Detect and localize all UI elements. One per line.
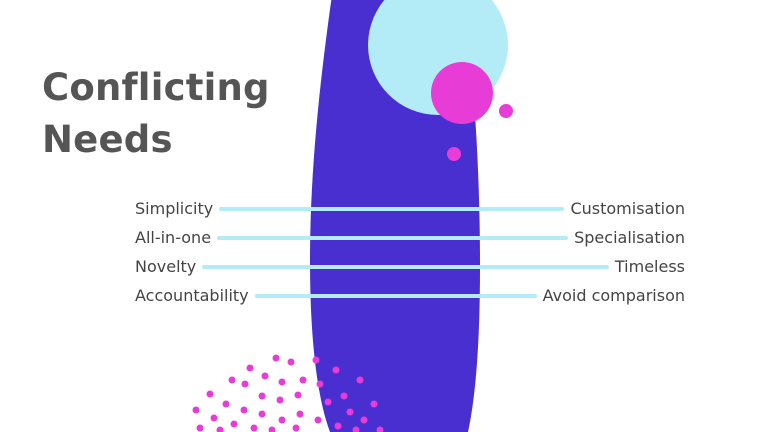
needs-pair-row: Accountability Avoid comparison [135,284,685,308]
magenta-dot [296,410,304,418]
need-left-label: Novelty [135,257,197,276]
magenta-dot-small [447,147,461,161]
page-title: Conflicting Needs [42,62,270,166]
magenta-dot [268,426,276,432]
magenta-dot [228,376,236,384]
magenta-dot-right [499,104,513,118]
magenta-dot [324,398,332,406]
magenta-dot [210,414,218,422]
magenta-dot [230,420,238,428]
magenta-dot [196,424,204,432]
magenta-dot [216,426,224,432]
magenta-dot [287,358,295,366]
magenta-dot [240,406,248,414]
pair-connector-line [202,265,609,269]
magenta-dot [334,422,342,430]
magenta-dot [356,376,364,384]
pair-connector-line [254,294,537,298]
magenta-dot [278,378,286,386]
magenta-dot [222,400,230,408]
magenta-dot [352,426,360,432]
title-line-1: Conflicting [42,66,270,109]
pair-connector-line [217,236,569,240]
magenta-dot [258,392,266,400]
magenta-dot [250,424,258,432]
need-right-label: Customisation [570,199,685,218]
need-left-label: Accountability [135,286,249,305]
magenta-dot-cluster [192,354,384,432]
magenta-dot [246,364,254,372]
pair-connector-line [219,207,565,211]
needs-pair-row: Simplicity Customisation [135,197,685,221]
magenta-dot [346,408,354,416]
needs-pair-row: All-in-one Specialisation [135,226,685,250]
magenta-dot [192,406,200,414]
magenta-dot [376,426,384,432]
magenta-dot [272,354,280,362]
magenta-dot [332,366,340,374]
magenta-dot [312,356,320,364]
magenta-dot [292,424,300,432]
need-right-label: Avoid comparison [542,286,685,305]
magenta-dot [360,416,368,424]
magenta-dot [340,392,348,400]
magenta-dot [241,380,249,388]
need-left-label: Simplicity [135,199,214,218]
need-left-label: All-in-one [135,228,212,247]
magenta-dot [278,416,286,424]
magenta-circle-large [431,62,493,124]
magenta-dot [299,376,307,384]
title-line-2: Needs [42,118,173,161]
magenta-dot [276,396,284,404]
magenta-dot [314,416,322,424]
magenta-dot [206,390,214,398]
magenta-dot [258,410,266,418]
magenta-dot [370,400,378,408]
needs-pair-row: Novelty Timeless [135,255,685,279]
need-right-label: Specialisation [574,228,685,247]
magenta-dot [294,391,302,399]
need-right-label: Timeless [614,257,685,276]
magenta-dot [261,372,269,380]
magenta-dot [316,380,324,388]
